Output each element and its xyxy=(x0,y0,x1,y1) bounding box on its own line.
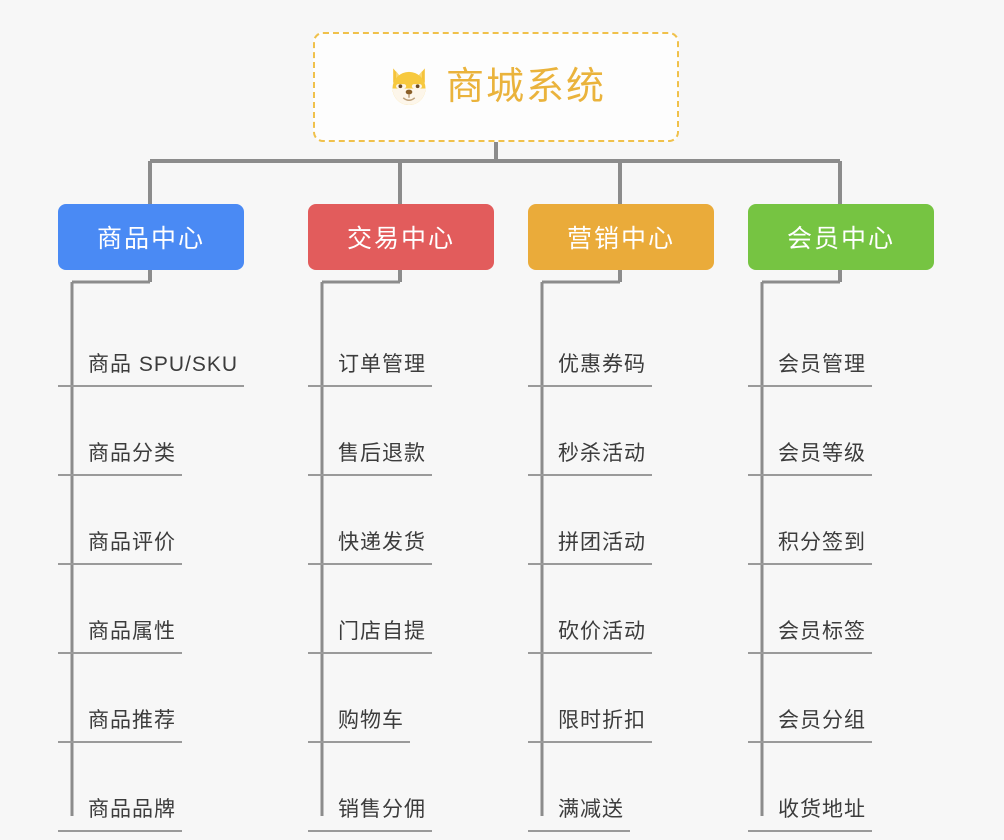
branch-header-2[interactable]: 交易中心 xyxy=(308,204,494,270)
leaf-item[interactable]: 门店自提 xyxy=(308,565,494,654)
leaf-item[interactable]: 砍价活动 xyxy=(528,565,714,654)
leaf-item[interactable]: 拼团活动 xyxy=(528,476,714,565)
leaf-item[interactable]: 收货地址 xyxy=(748,743,934,832)
leaf-item[interactable]: 会员分组 xyxy=(748,654,934,743)
leaf-item-label: 商品推荐 xyxy=(58,704,182,743)
root-title: 商城系统 xyxy=(445,66,606,108)
leaf-item[interactable]: 会员等级 xyxy=(748,387,934,476)
leaf-item-label: 商品 SPU/SKU xyxy=(58,348,245,387)
branch-header-label: 商品中心 xyxy=(96,225,205,253)
leaf-item[interactable]: 商品评价 xyxy=(58,476,244,565)
leaf-item[interactable]: 优惠券码 xyxy=(528,298,714,387)
leaf-item-label: 满减送 xyxy=(528,793,630,832)
leaf-item-label: 商品品牌 xyxy=(58,793,182,832)
leaf-item-label: 会员管理 xyxy=(748,348,872,387)
leaf-list-1: 商品 SPU/SKU 商品分类商品评价商品属性商品推荐商品品牌 xyxy=(58,298,245,832)
leaf-item-label: 销售分佣 xyxy=(308,793,432,832)
leaf-item-label: 会员标签 xyxy=(748,615,872,654)
leaf-item-label: 门店自提 xyxy=(308,615,432,654)
shiba-dog-icon xyxy=(386,64,432,110)
leaf-item-label: 购物车 xyxy=(308,704,410,743)
leaf-list-4: 会员管理会员等级积分签到会员标签会员分组收货地址 xyxy=(748,298,934,832)
leaf-item[interactable]: 商品品牌 xyxy=(58,743,244,832)
branch-column-2: 交易中心订单管理售后退款快递发货门店自提购物车销售分佣 xyxy=(308,204,494,832)
leaf-item[interactable]: 商品分类 xyxy=(58,387,244,476)
branch-column-1: 商品中心商品 SPU/SKU 商品分类商品评价商品属性商品推荐商品品牌 xyxy=(58,204,245,832)
root-node[interactable]: 商城系统 xyxy=(313,32,679,142)
leaf-item[interactable]: 销售分佣 xyxy=(308,743,494,832)
leaf-item[interactable]: 快递发货 xyxy=(308,476,494,565)
leaf-item[interactable]: 积分签到 xyxy=(748,476,934,565)
leaf-item-label: 订单管理 xyxy=(308,348,432,387)
leaf-item[interactable]: 售后退款 xyxy=(308,387,494,476)
leaf-item[interactable]: 购物车 xyxy=(308,654,494,743)
leaf-item-label: 秒杀活动 xyxy=(528,437,652,476)
leaf-item[interactable]: 订单管理 xyxy=(308,298,494,387)
leaf-list-3: 优惠券码秒杀活动拼团活动砍价活动限时折扣满减送 xyxy=(528,298,714,832)
leaf-item-label: 会员分组 xyxy=(748,704,872,743)
leaf-item[interactable]: 商品推荐 xyxy=(58,654,244,743)
branch-header-1[interactable]: 商品中心 xyxy=(58,204,244,270)
branch-header-label: 会员中心 xyxy=(786,225,895,253)
leaf-item[interactable]: 商品属性 xyxy=(58,565,244,654)
leaf-item-label: 商品属性 xyxy=(58,615,182,654)
leaf-item-label: 商品分类 xyxy=(58,437,182,476)
leaf-item-label: 商品评价 xyxy=(58,526,182,565)
branch-header-label: 交易中心 xyxy=(346,225,455,253)
leaf-item[interactable]: 满减送 xyxy=(528,743,714,832)
leaf-item[interactable]: 秒杀活动 xyxy=(528,387,714,476)
branch-column-3: 营销中心优惠券码秒杀活动拼团活动砍价活动限时折扣满减送 xyxy=(528,204,714,832)
leaf-item-label: 收货地址 xyxy=(748,793,872,832)
leaf-list-2: 订单管理售后退款快递发货门店自提购物车销售分佣 xyxy=(308,298,494,832)
leaf-item-label: 砍价活动 xyxy=(528,615,652,654)
leaf-item-label: 限时折扣 xyxy=(528,704,652,743)
leaf-item-label: 优惠券码 xyxy=(528,348,652,387)
leaf-item[interactable]: 限时折扣 xyxy=(528,654,714,743)
leaf-item-label: 拼团活动 xyxy=(528,526,652,565)
leaf-item-label: 快递发货 xyxy=(308,526,432,565)
branch-column-4: 会员中心会员管理会员等级积分签到会员标签会员分组收货地址 xyxy=(748,204,934,832)
branch-header-3[interactable]: 营销中心 xyxy=(528,204,714,270)
leaf-item[interactable]: 商品 SPU/SKU xyxy=(58,298,245,387)
leaf-item-label: 售后退款 xyxy=(308,437,432,476)
leaf-item-label: 积分签到 xyxy=(748,526,872,565)
branch-header-4[interactable]: 会员中心 xyxy=(748,204,934,270)
leaf-item-label: 会员等级 xyxy=(748,437,872,476)
leaf-item[interactable]: 会员标签 xyxy=(748,565,934,654)
leaf-item[interactable]: 会员管理 xyxy=(748,298,934,387)
branch-header-label: 营销中心 xyxy=(566,225,675,253)
